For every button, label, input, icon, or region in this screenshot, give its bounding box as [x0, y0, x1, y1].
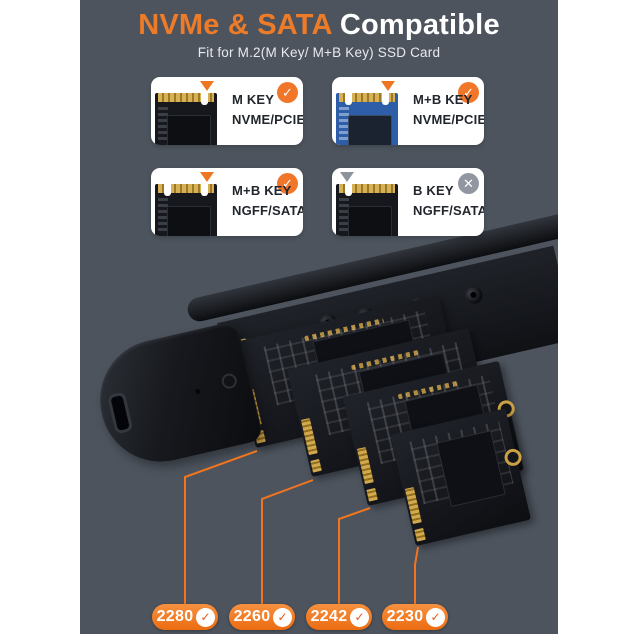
size-label: 2230 — [386, 608, 424, 625]
key-type: M KEY — [232, 92, 275, 107]
pcb-components — [339, 197, 349, 231]
card-label: M KEY NVME/PCIE — [232, 90, 303, 130]
compat-card-b-key: ✕ B KEY NGFF/SATA — [332, 168, 484, 236]
pcb-components — [158, 197, 168, 231]
check-glyph: ✓ — [463, 85, 474, 100]
size-label: 2260 — [233, 608, 271, 625]
check-icon: ✓ — [196, 607, 215, 627]
title-rest: Compatible — [331, 9, 500, 41]
compat-card-mb-key-sata: ✓ M+B KEY NGFF/SATA — [151, 168, 303, 236]
notch-pointer-icon — [381, 81, 395, 91]
standoff-post — [463, 285, 485, 306]
nand-chip — [348, 206, 392, 236]
check-icon: ✓ — [277, 173, 298, 194]
cross-glyph: ✕ — [463, 176, 474, 191]
check-icon: ✓ — [273, 607, 292, 627]
title-highlight: NVMe & SATA — [138, 9, 332, 41]
nand-chip — [167, 115, 211, 145]
ssd-m-key-illustration — [155, 93, 217, 145]
nand-chip — [167, 206, 211, 236]
check-icon: ✓ — [426, 607, 445, 627]
card-label: M+B KEY NGFF/SATA — [232, 181, 303, 221]
size-pill-2260: 2260 ✓ — [229, 604, 295, 630]
ssd-b-key-illustration — [336, 184, 398, 236]
b-key-notch — [345, 184, 352, 196]
dark-panel: NVMe & SATA Compatible Fit for M.2(M Key… — [80, 0, 558, 634]
usb-c-port — [106, 391, 134, 435]
connector-fingers — [414, 527, 426, 542]
size-pill-2230: 2230 ✓ — [382, 604, 448, 630]
ssd-mb-key-illustration — [155, 184, 217, 236]
notch-pointer-icon — [200, 81, 214, 91]
gold-fingers — [339, 184, 395, 193]
nand-chip — [348, 115, 392, 145]
key-type: M+B KEY — [413, 92, 473, 107]
check-glyph: ✓ — [282, 176, 293, 191]
page-title: NVMe & SATA Compatible — [80, 8, 558, 42]
screw-dot — [194, 388, 201, 395]
header: NVMe & SATA Compatible Fit for M.2(M Key… — [80, 0, 558, 60]
check-icon: ✓ — [277, 82, 298, 103]
logo-ring — [220, 372, 239, 391]
interface-type: NGFF/SATA — [413, 203, 484, 218]
compat-card-m-key: ✓ M KEY NVME/PCIE — [151, 77, 303, 145]
pcb-components — [158, 106, 168, 140]
cross-icon: ✕ — [458, 173, 479, 194]
b-key-notch — [164, 184, 171, 196]
compat-card-mb-key-nvme: ✓ M+B KEY NVME/PCIE — [332, 77, 484, 145]
interface-type: NVME/PCIE — [232, 112, 303, 127]
check-icon: ✓ — [458, 82, 479, 103]
card-label: M+B KEY NVME/PCIE — [413, 90, 484, 130]
subtitle: Fit for M.2(M Key/ M+B Key) SSD Card — [197, 45, 441, 60]
key-type: M+B KEY — [232, 183, 292, 198]
ssd-mb-key-illustration — [336, 93, 398, 145]
m-key-notch — [201, 93, 208, 105]
gold-fingers — [158, 93, 214, 102]
interface-type: NVME/PCIE — [413, 112, 484, 127]
pcb-components — [339, 106, 349, 140]
connector-fingers — [404, 487, 422, 525]
card-label: B KEY NGFF/SATA — [413, 181, 484, 221]
connector-fingers — [356, 447, 374, 485]
notch-pointer-icon — [340, 172, 354, 182]
check-icon: ✓ — [350, 607, 369, 627]
gold-fingers — [158, 184, 214, 193]
b-key-notch — [345, 93, 352, 105]
connector-fingers — [310, 458, 322, 473]
interface-type: NGFF/SATA — [232, 203, 303, 218]
gold-fingers — [339, 93, 395, 102]
size-label: 2280 — [156, 608, 194, 625]
check-glyph: ✓ — [282, 85, 293, 100]
m-key-notch — [201, 184, 208, 196]
key-type: B KEY — [413, 183, 454, 198]
size-pill-2280: 2280 ✓ — [152, 604, 218, 630]
notch-pointer-icon — [200, 172, 214, 182]
connector-fingers — [366, 487, 378, 502]
size-pill-2242: 2242 ✓ — [306, 604, 372, 630]
size-label: 2242 — [310, 608, 348, 625]
connector-fingers — [300, 418, 318, 456]
enclosure-end-cap — [88, 320, 264, 474]
m-key-notch — [382, 93, 389, 105]
ssd-2230 — [390, 408, 531, 546]
